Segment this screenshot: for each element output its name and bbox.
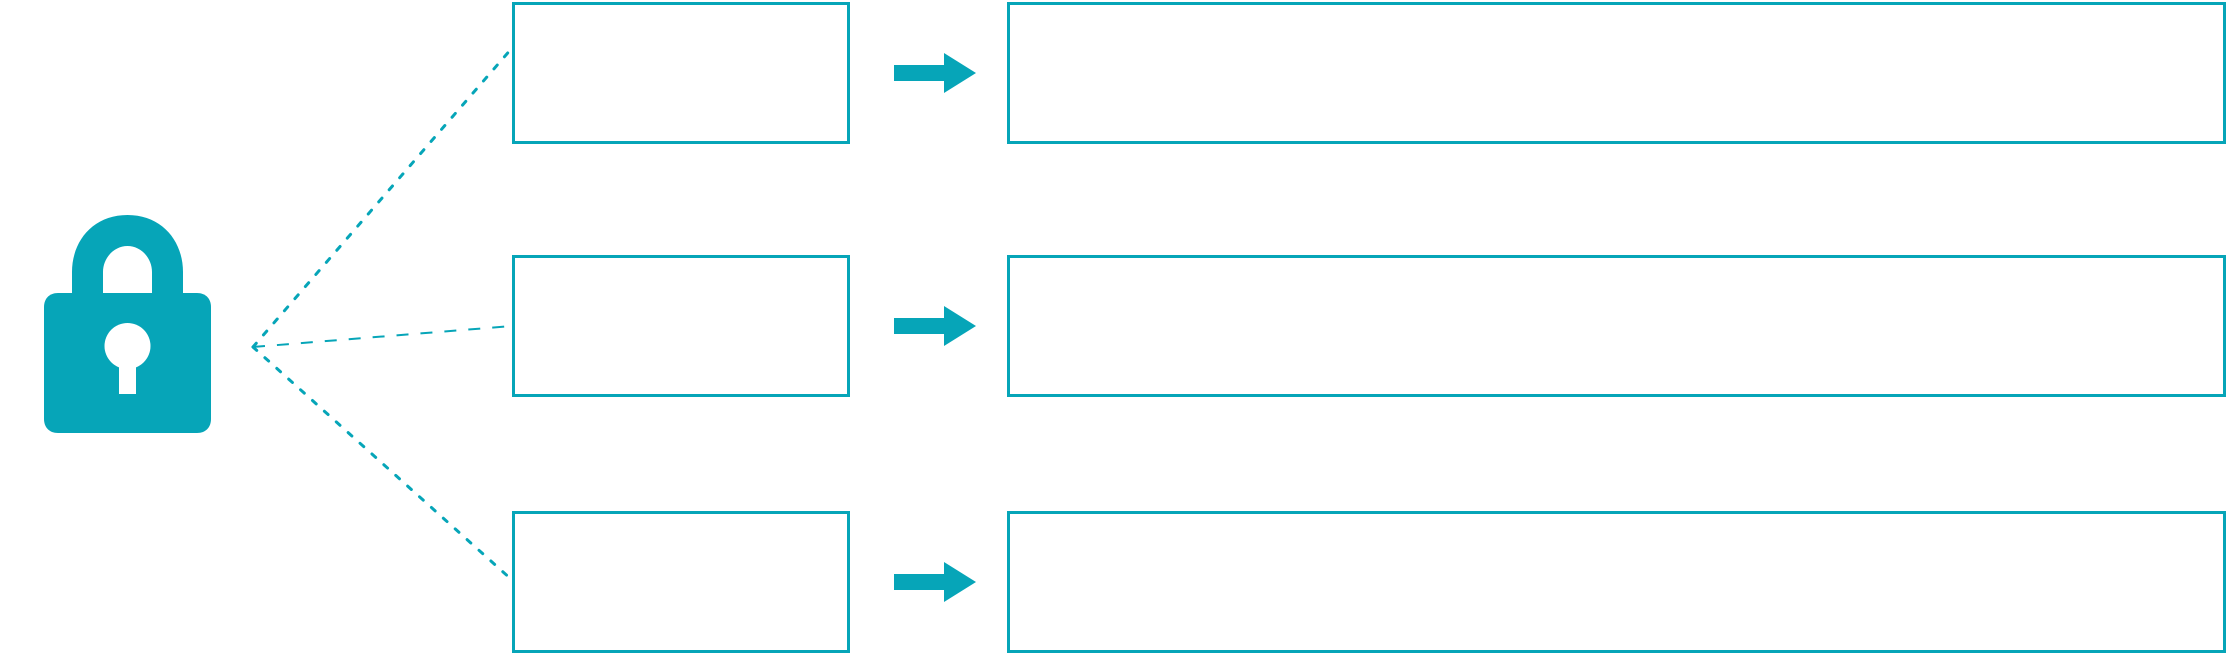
condition-box-1[interactable]: [512, 2, 850, 144]
arrow-right-icon-1: [894, 53, 976, 93]
connector-line-bottom: [251, 345, 514, 582]
result-box-3[interactable]: [1007, 511, 2226, 653]
lock-icon: [44, 215, 211, 433]
condition-box-1-label: [515, 5, 847, 25]
result-box-1[interactable]: [1007, 2, 2226, 144]
condition-box-3-label: [515, 514, 847, 534]
result-box-3-label: [1010, 514, 2223, 534]
connector-line-middle: [252, 325, 513, 348]
condition-box-2[interactable]: [512, 255, 850, 397]
arrow-right-icon-3: [894, 562, 976, 602]
connector-line-top: [251, 46, 514, 349]
arrow-right-icon-2: [894, 306, 976, 346]
result-box-1-label: [1010, 5, 2223, 25]
result-box-2[interactable]: [1007, 255, 2226, 397]
condition-box-3[interactable]: [512, 511, 850, 653]
condition-box-2-label: [515, 258, 847, 278]
result-box-2-label: [1010, 258, 2223, 278]
